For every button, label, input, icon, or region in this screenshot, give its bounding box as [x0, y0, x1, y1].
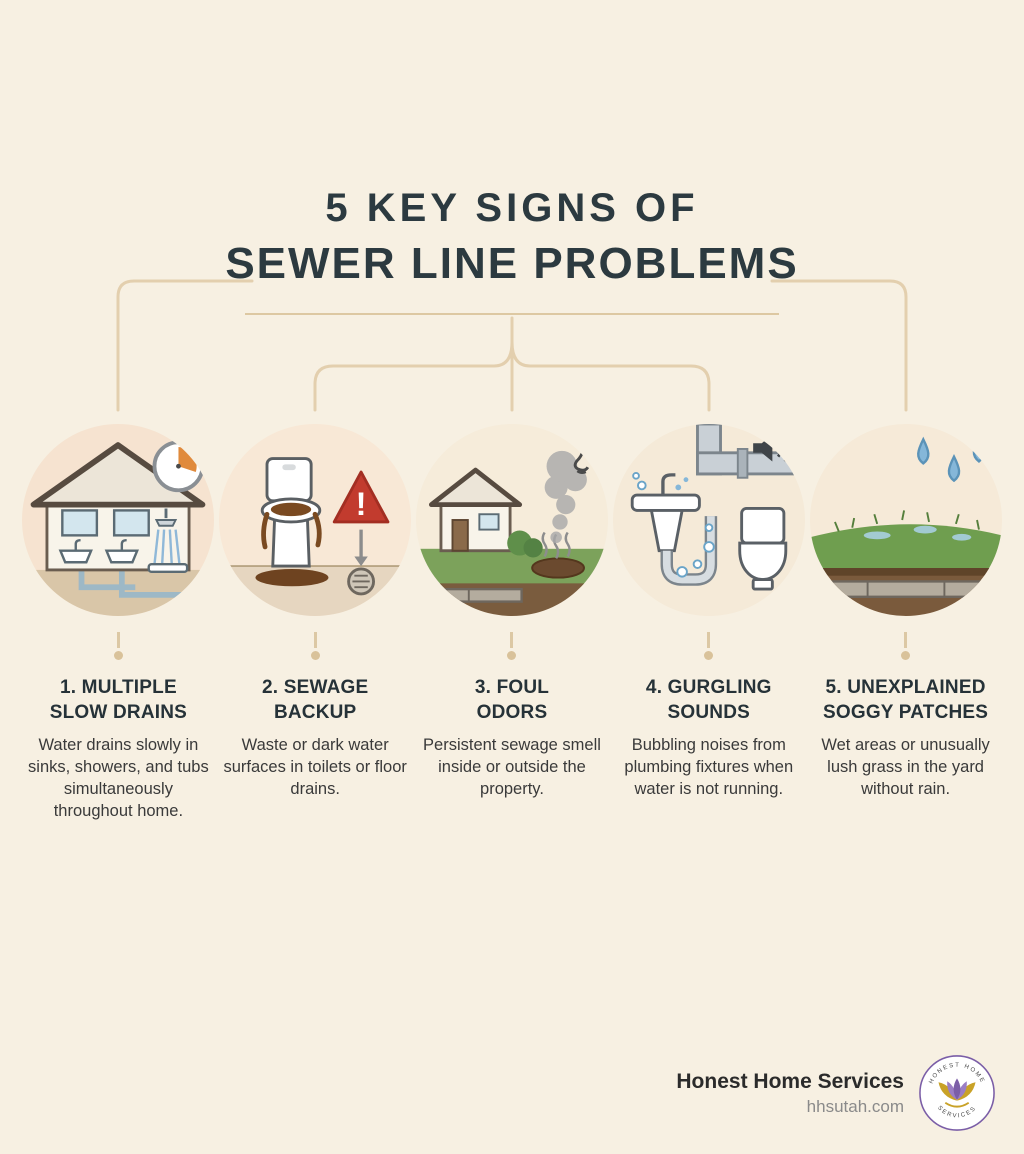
sign-heading-line1: 5. UNEXPLAINED [825, 677, 986, 698]
connector-stem [313, 632, 317, 648]
sign-heading-3: 3. FOUL ODORS [475, 676, 549, 725]
sign-heading-line1: 3. FOUL [474, 677, 550, 698]
underground-pipe-icon [415, 587, 523, 603]
sign-column-2: ! 2. SEWAGE BACKUP Waste or dark water s… [217, 424, 414, 823]
connector-stem [510, 632, 514, 648]
sign-column-3: 3. FOUL ODORS Persistent sewage smell in… [414, 424, 611, 823]
sign-description-3: Persistent sewage smell inside or outsid… [423, 736, 601, 799]
connector-dot [310, 651, 320, 660]
sign-heading-line2: SOUNDS [667, 701, 751, 723]
connector-left [116, 279, 254, 412]
toilet-icon [738, 507, 788, 591]
company-name: Honest Home Services [676, 1069, 904, 1093]
floor-drain-icon [347, 567, 376, 596]
sign-heading-line1: 4. GURGLING [645, 677, 772, 698]
page-title-line1: 5 KEY SIGNS OF [325, 186, 699, 230]
connector-stem [707, 632, 711, 648]
sign-column-4: 4. GURGLING SOUNDS Bubbling noises from … [610, 424, 807, 823]
connector-stem [904, 632, 908, 648]
overflowing-toilet-warning-icon: ! [219, 424, 412, 616]
sign-column-1: 1. MULTIPLE SLOW DRAINS Water drains slo… [20, 424, 217, 823]
sign-column-5: 5. UNEXPLAINED SOGGY PATCHES Wet areas o… [807, 424, 1004, 823]
sign-description-1: Water drains slowly in sinks, showers, a… [28, 736, 209, 821]
sign-heading-line2: ODORS [476, 701, 548, 723]
lotus-flower-icon [938, 1078, 976, 1108]
sign-heading-5: 5. UNEXPLAINED SOGGY PATCHES [823, 676, 988, 725]
sign-heading-line1: 2. SEWAGE [262, 677, 369, 698]
sign-heading-line2: BACKUP [273, 701, 357, 723]
wet-grass-droplets-icon [809, 424, 1002, 616]
sign-description-5: Wet areas or unusually lush grass in the… [821, 736, 990, 799]
page-title-line2: SEWER LINE PROBLEMS [225, 239, 799, 288]
soggy-patches-illustration [809, 424, 1002, 616]
footer: Honest Home Services hhsutah.com HONEST … [676, 1054, 996, 1132]
company-logo: HONEST HOME SERVICES [919, 1055, 995, 1131]
gurgling-sounds-illustration [612, 424, 805, 616]
house-odor-smoke-nose-icon [415, 424, 608, 616]
sign-description-4: Bubbling noises from plumbing fixtures w… [624, 736, 794, 799]
connector-dot [901, 651, 911, 660]
sign-heading-1: 1. MULTIPLE SLOW DRAINS [50, 676, 187, 725]
connector-branch-right [510, 340, 711, 412]
sewer-pipe-icon [809, 580, 1002, 598]
sign-heading-line1: 1. MULTIPLE [59, 677, 177, 698]
connector-lines [116, 279, 908, 412]
sign-heading-line2: SOGGY PATCHES [822, 701, 989, 723]
house-multiple-drains-icon [22, 424, 215, 616]
signs-row: 1. MULTIPLE SLOW DRAINS Water drains slo… [20, 424, 1004, 823]
connector-stem [116, 632, 120, 648]
sign-description-2: Waste or dark water surfaces in toilets … [223, 736, 407, 799]
clock-icon [152, 440, 205, 493]
sign-heading-2: 2. SEWAGE BACKUP [262, 676, 368, 725]
foul-odors-illustration [415, 424, 608, 616]
warning-exclamation: ! [356, 485, 367, 522]
sewage-backup-illustration: ! [219, 424, 412, 616]
connector-dot [507, 651, 517, 660]
sign-heading-line2: SLOW DRAINS [49, 701, 188, 723]
sign-heading-4: 4. GURGLING SOUNDS [646, 676, 772, 725]
website-link[interactable]: hhsutah.com [806, 1096, 904, 1116]
connector-dot [113, 651, 123, 660]
connector-branch-left [313, 340, 514, 412]
warning-icon: ! [332, 470, 390, 524]
connector-right [770, 279, 908, 412]
title-underline [245, 313, 779, 315]
slow-drains-illustration [22, 424, 215, 616]
footer-text: Honest Home Services hhsutah.com [676, 1070, 904, 1117]
smoke-odor-icon [544, 450, 587, 544]
connector-dot [704, 651, 714, 660]
title-block: 5 KEY SIGNS OF SEWER LINE PROBLEMS [0, 186, 1024, 315]
sink-icon [630, 473, 701, 553]
sink-pipes-speaker-icon [612, 424, 805, 616]
